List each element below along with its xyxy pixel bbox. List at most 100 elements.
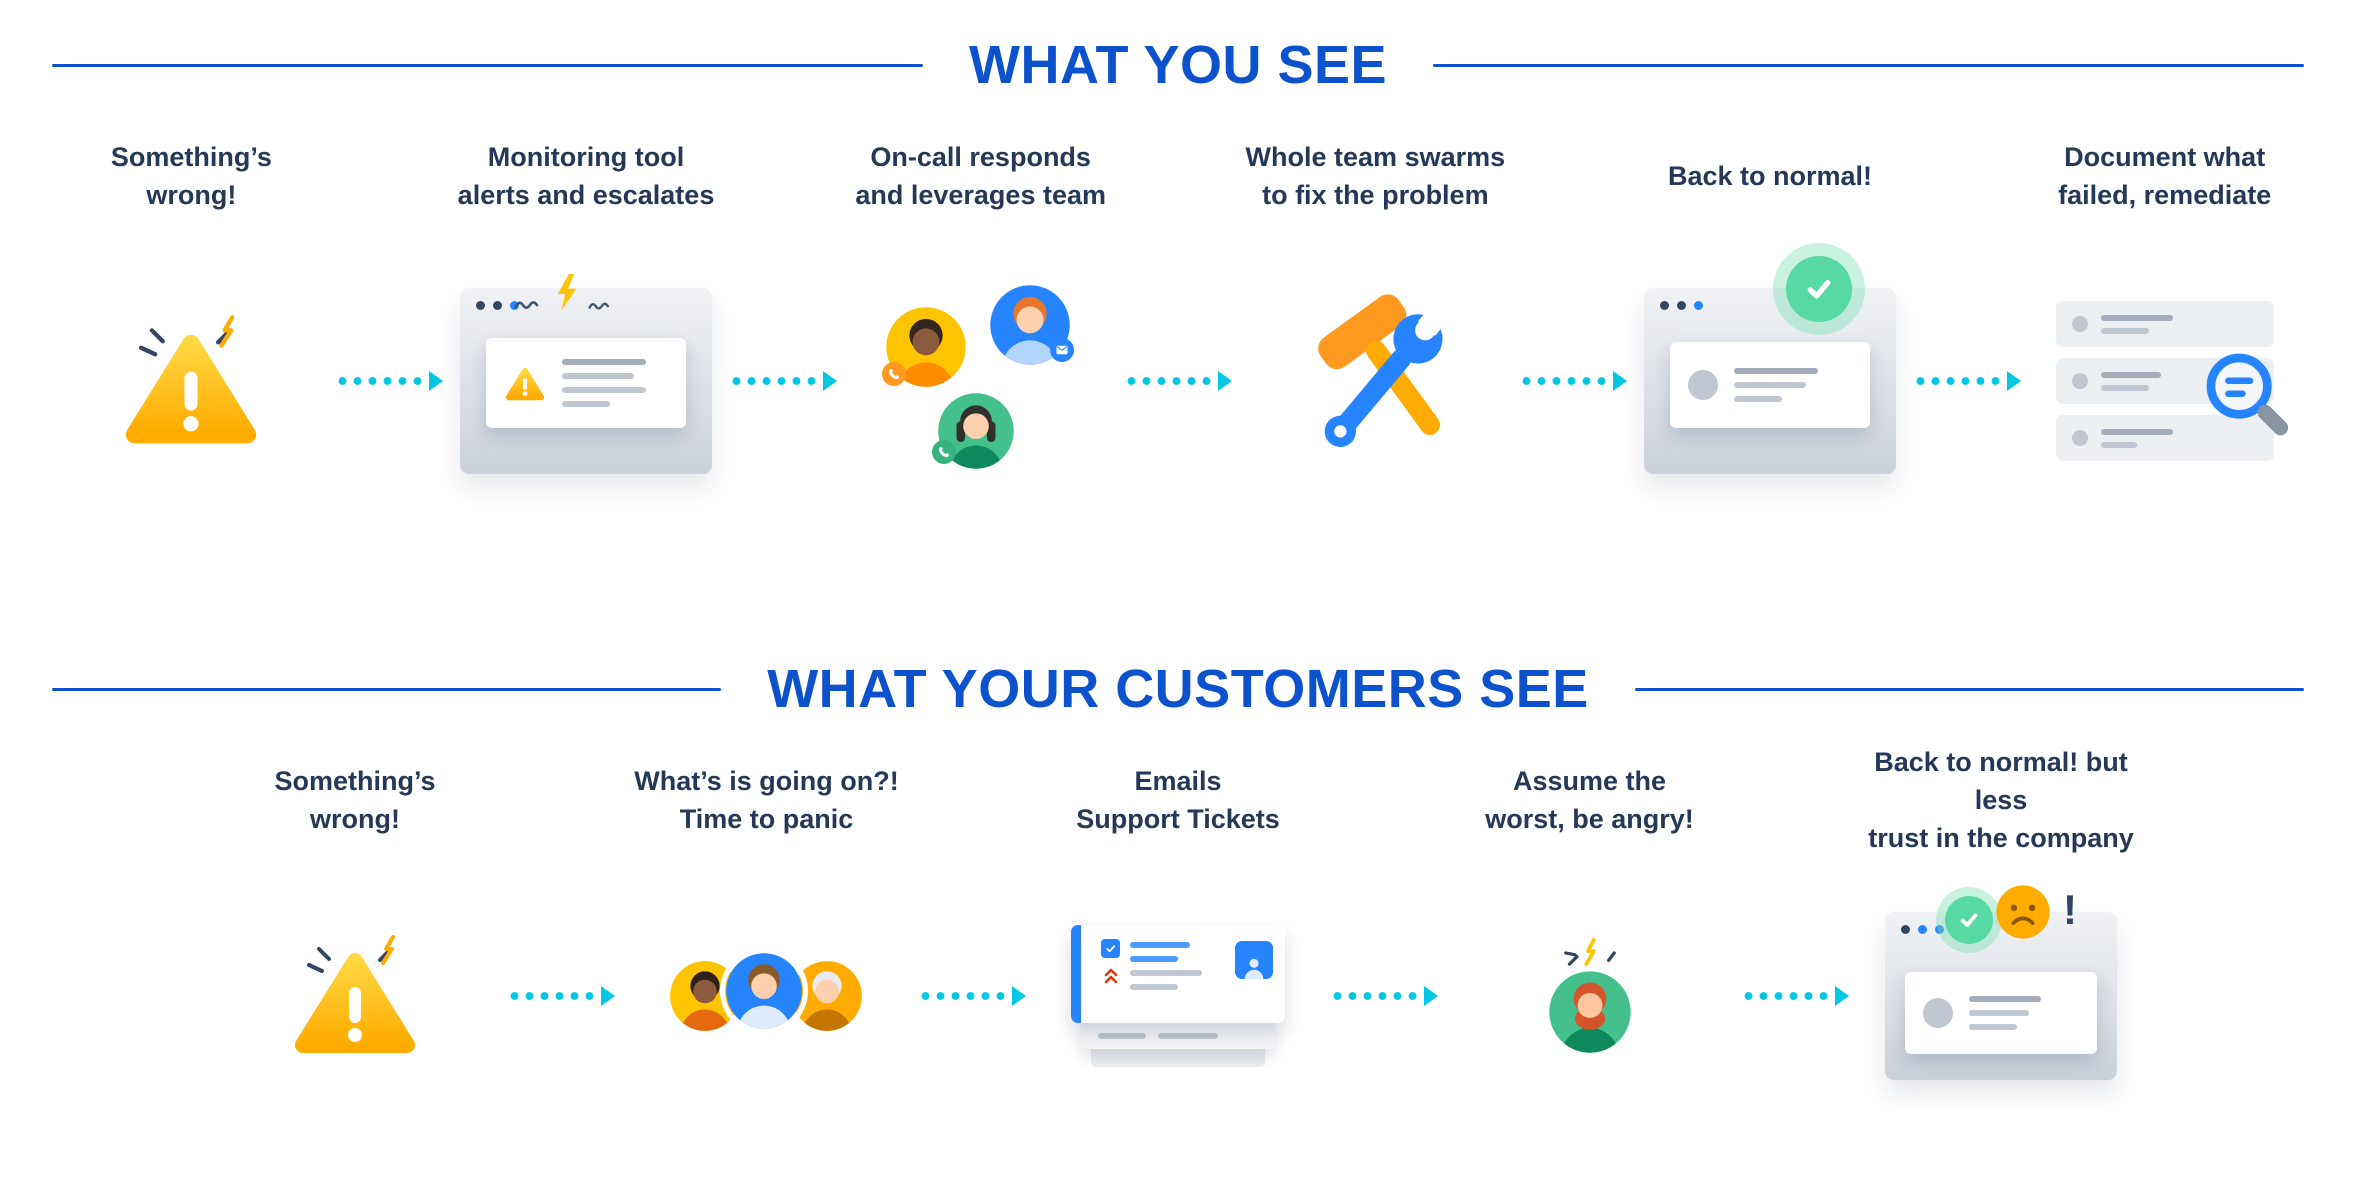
arrow-head-icon bbox=[2007, 371, 2022, 391]
section-header: WHAT YOU SEE bbox=[52, 34, 2305, 96]
step-label: Emails Support Tickets bbox=[1076, 766, 1280, 834]
ticket-left-column bbox=[1101, 939, 1120, 985]
step-document-remediate: Document what failed, remediate bbox=[2021, 102, 2308, 510]
window-controls-icon bbox=[1901, 925, 1944, 934]
flow-arrow bbox=[917, 876, 1029, 1116]
text-lines bbox=[1969, 996, 2041, 1030]
text-lines bbox=[2100, 314, 2173, 334]
recovered-window bbox=[1644, 256, 1897, 474]
arrow-head-icon bbox=[428, 371, 443, 391]
alert-card bbox=[486, 338, 686, 428]
step-assume-the-worst: Assume the worst, be angry! bbox=[1440, 726, 1740, 1116]
crossed-tools-icon bbox=[1232, 252, 1519, 510]
step-label: Document what failed, remediate bbox=[2058, 142, 2272, 210]
step-back-to-normal-less-trust: Back to normal! but less trust in the co… bbox=[1851, 726, 2151, 1116]
title-rule-right bbox=[1433, 63, 2305, 67]
arrow-dots bbox=[506, 991, 599, 1001]
arrow-dots bbox=[918, 991, 1011, 1001]
angry-customer bbox=[1548, 938, 1632, 1054]
magnifier-icon bbox=[2206, 353, 2288, 436]
window-success-check-icon bbox=[1627, 252, 1914, 510]
priority-arrows-icon bbox=[1104, 968, 1117, 984]
step-label: Assume the worst, be angry! bbox=[1485, 766, 1694, 834]
ticket-accent-bar bbox=[1071, 925, 1081, 1023]
panicking-customers-avatars-icon bbox=[617, 876, 917, 1116]
monitoring-window bbox=[460, 274, 712, 474]
avatar-responder-2 bbox=[989, 284, 1074, 366]
flow-what-you-see: Something’s wrong! Monitoring tool alert… bbox=[0, 96, 2356, 510]
text-lines bbox=[2100, 428, 2173, 448]
arrow-head-icon bbox=[1423, 986, 1438, 1006]
sad-face-icon bbox=[1995, 884, 2051, 945]
phone-badge-icon bbox=[931, 440, 956, 464]
step-label: Whole team swarms to fix the problem bbox=[1245, 142, 1506, 210]
flow-what-your-customers-see: Something’s wrong! What’s is going on?! … bbox=[0, 720, 2356, 1116]
step-label: On-call responds and leverages team bbox=[855, 142, 1106, 210]
arrow-dots bbox=[1913, 376, 2006, 386]
angry-customer-avatar-icon bbox=[1440, 876, 1740, 1116]
alert-squiggle-icon bbox=[588, 302, 610, 310]
warning-triangle-icon bbox=[48, 252, 335, 510]
success-check-icon bbox=[1945, 896, 1993, 944]
team-avatars-group bbox=[881, 282, 1077, 480]
item-avatar-placeholder bbox=[2071, 316, 2088, 332]
flow-arrow bbox=[1328, 876, 1440, 1116]
section-title: WHAT YOU SEE bbox=[968, 35, 1388, 95]
customers-avatars-group bbox=[669, 946, 865, 1046]
avatar-customer-1 bbox=[669, 960, 741, 1032]
step-monitoring-tool: Monitoring tool alerts and escalates bbox=[443, 102, 730, 510]
customer-recovered-window: ! bbox=[1885, 885, 2117, 1080]
phone-badge-icon bbox=[881, 362, 906, 386]
success-check-icon bbox=[1786, 256, 1853, 322]
postmortem-list bbox=[2055, 301, 2288, 461]
flow-arrow bbox=[334, 252, 443, 510]
section-title: WHAT YOUR CUSTOMERS SEE bbox=[767, 659, 1589, 719]
step-label: Monitoring tool alerts and escalates bbox=[457, 142, 715, 210]
status-card bbox=[1905, 972, 2097, 1054]
arrow-head-icon bbox=[1612, 371, 1627, 391]
text-lines bbox=[562, 359, 646, 407]
window-success-sad-face-icon: ! bbox=[1851, 876, 2151, 1116]
arrow-head-icon bbox=[1012, 986, 1027, 1006]
window-controls-icon bbox=[1660, 301, 1704, 310]
flow-arrow bbox=[505, 876, 617, 1116]
avatar-responder-1 bbox=[881, 306, 967, 388]
alert-squiggle-icon bbox=[514, 301, 539, 309]
step-on-call-team: On-call responds and leverages team bbox=[837, 102, 1124, 510]
warning-triangle-graphic bbox=[295, 935, 415, 1053]
item-avatar-placeholder bbox=[2071, 373, 2088, 389]
step-back-to-normal: Back to normal! bbox=[1627, 102, 1914, 510]
anger-sparks-icon bbox=[1563, 938, 1616, 967]
stacked-ticket bbox=[1080, 1023, 1276, 1049]
document-review-magnifier-icon bbox=[2021, 252, 2308, 510]
text-lines bbox=[1130, 939, 1225, 990]
monitoring-alert-window-icon bbox=[443, 252, 730, 510]
angry-avatar-graphic bbox=[1548, 971, 1631, 1053]
text-lines bbox=[2100, 371, 2161, 391]
avatar-placeholder bbox=[1688, 370, 1719, 400]
item-avatar-placeholder bbox=[2071, 430, 2088, 446]
step-team-swarms: Whole team swarms to fix the problem bbox=[1232, 102, 1519, 510]
section-header: WHAT YOUR CUSTOMERS SEE bbox=[52, 658, 2304, 720]
step-label: What’s is going on?! Time to panic bbox=[634, 766, 899, 834]
step-time-to-panic: What’s is going on?! Time to panic bbox=[617, 726, 917, 1116]
stacked-ticket bbox=[1091, 1049, 1265, 1067]
ticket-stack bbox=[1071, 925, 1285, 1067]
contact-stamp-icon bbox=[1235, 941, 1273, 979]
lightning-bolt-icon bbox=[557, 274, 577, 311]
mini-warning-triangle-icon bbox=[505, 367, 545, 401]
flow-arrow bbox=[729, 252, 838, 510]
step-label: Something’s wrong! bbox=[110, 142, 272, 210]
title-rule-left bbox=[52, 687, 722, 691]
title-rule-left bbox=[52, 63, 923, 67]
exclamation-mark: ! bbox=[2063, 886, 2077, 933]
arrow-head-icon bbox=[1835, 986, 1850, 1006]
on-call-team-avatars-icon bbox=[837, 252, 1124, 510]
ticket-card bbox=[1071, 925, 1285, 1023]
arrow-dots bbox=[1518, 376, 1611, 386]
text-lines bbox=[1734, 368, 1819, 402]
checkbox-icon bbox=[1101, 939, 1120, 958]
wrench-icon bbox=[1325, 301, 1453, 448]
section-what-you-see: WHAT YOU SEE Something’s wrong! bbox=[0, 34, 2356, 510]
